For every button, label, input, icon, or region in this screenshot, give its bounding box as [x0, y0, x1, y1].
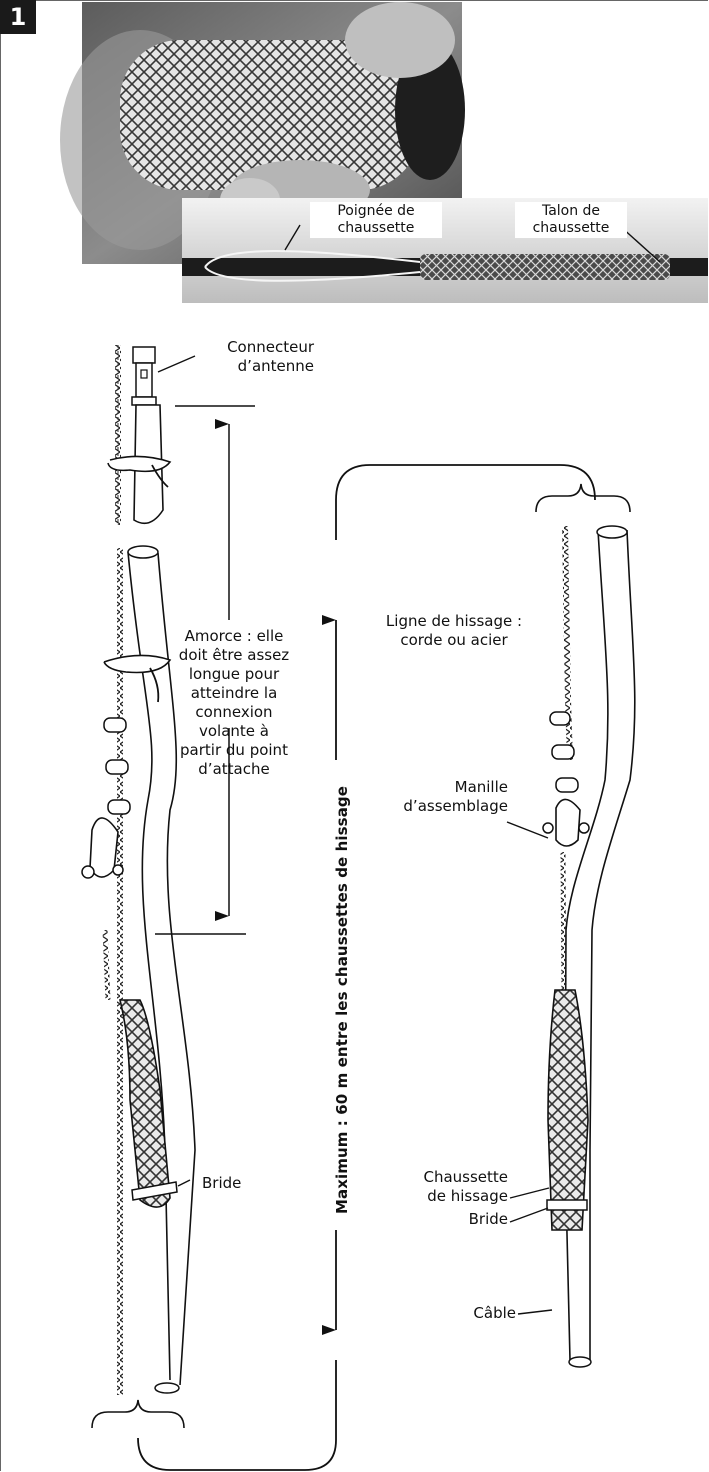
grip-heel-label: Talon de chaussette — [515, 202, 627, 238]
pulling-grip-label: Chaussette de hissage — [398, 1168, 508, 1206]
grip-handle-label: Poignée de chaussette — [310, 202, 442, 238]
antenna-connector — [132, 347, 156, 405]
cable-label: Câble — [440, 1304, 516, 1323]
right-assembly — [507, 526, 635, 1367]
photo-grip-on-cable — [182, 198, 708, 303]
hoist-line-label: Ligne de hissage : corde ou acier — [366, 612, 542, 650]
shackle-label: Manille d’assemblage — [396, 778, 508, 816]
pigtail-label: Amorce : elle doit être assez longue pou… — [168, 627, 300, 779]
span-bracket — [92, 465, 630, 1470]
left-shackle — [82, 818, 123, 878]
connector-leader-line — [158, 356, 195, 372]
right-shackle — [543, 799, 589, 846]
left-clamp-label: Bride — [202, 1174, 262, 1193]
left-assembly — [82, 345, 195, 1395]
right-clamp-label: Bride — [440, 1210, 508, 1229]
antenna-connector-label: Connecteur d’antenne — [196, 338, 314, 376]
